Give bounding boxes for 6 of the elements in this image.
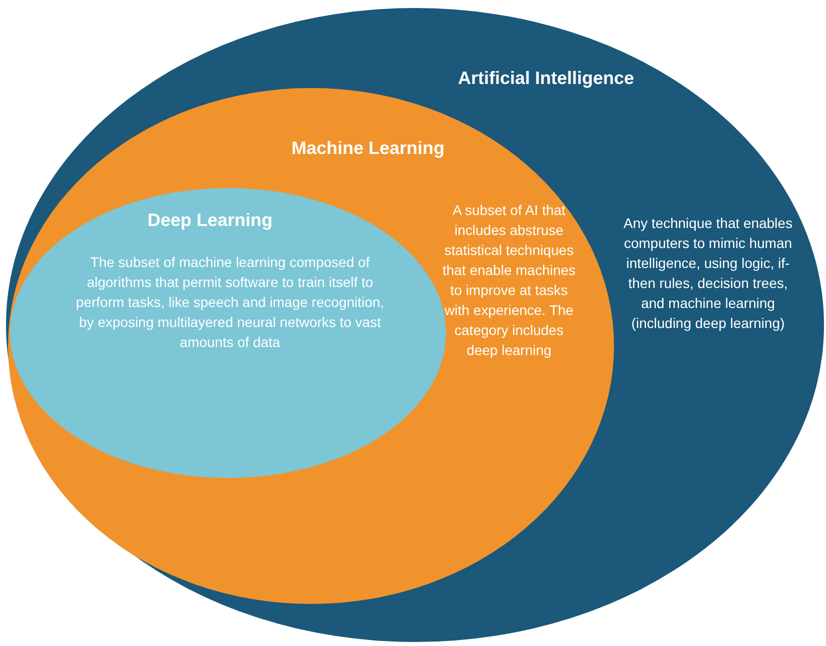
set-title: Machine Learning [290, 138, 446, 159]
set-title: Artificial Intelligence [456, 68, 636, 89]
set-description: The subset of machine learning composed of algorithms that permit software to train itself to perform tasks, like speech and image recognition, by exposing multilayered neural networks to vast amounts of data [74, 253, 386, 352]
set-description: A subset of AI that includes abstruse statistical techniques that enable machines to improve at tasks with experience. The category includes deep learning [442, 201, 576, 360]
set-description: Any technique that enables computers to mimic human intelligence, using logic, if-then rules, decision trees, and machine learning (including deep learning) [622, 214, 794, 333]
set-title: Deep Learning [146, 210, 274, 231]
